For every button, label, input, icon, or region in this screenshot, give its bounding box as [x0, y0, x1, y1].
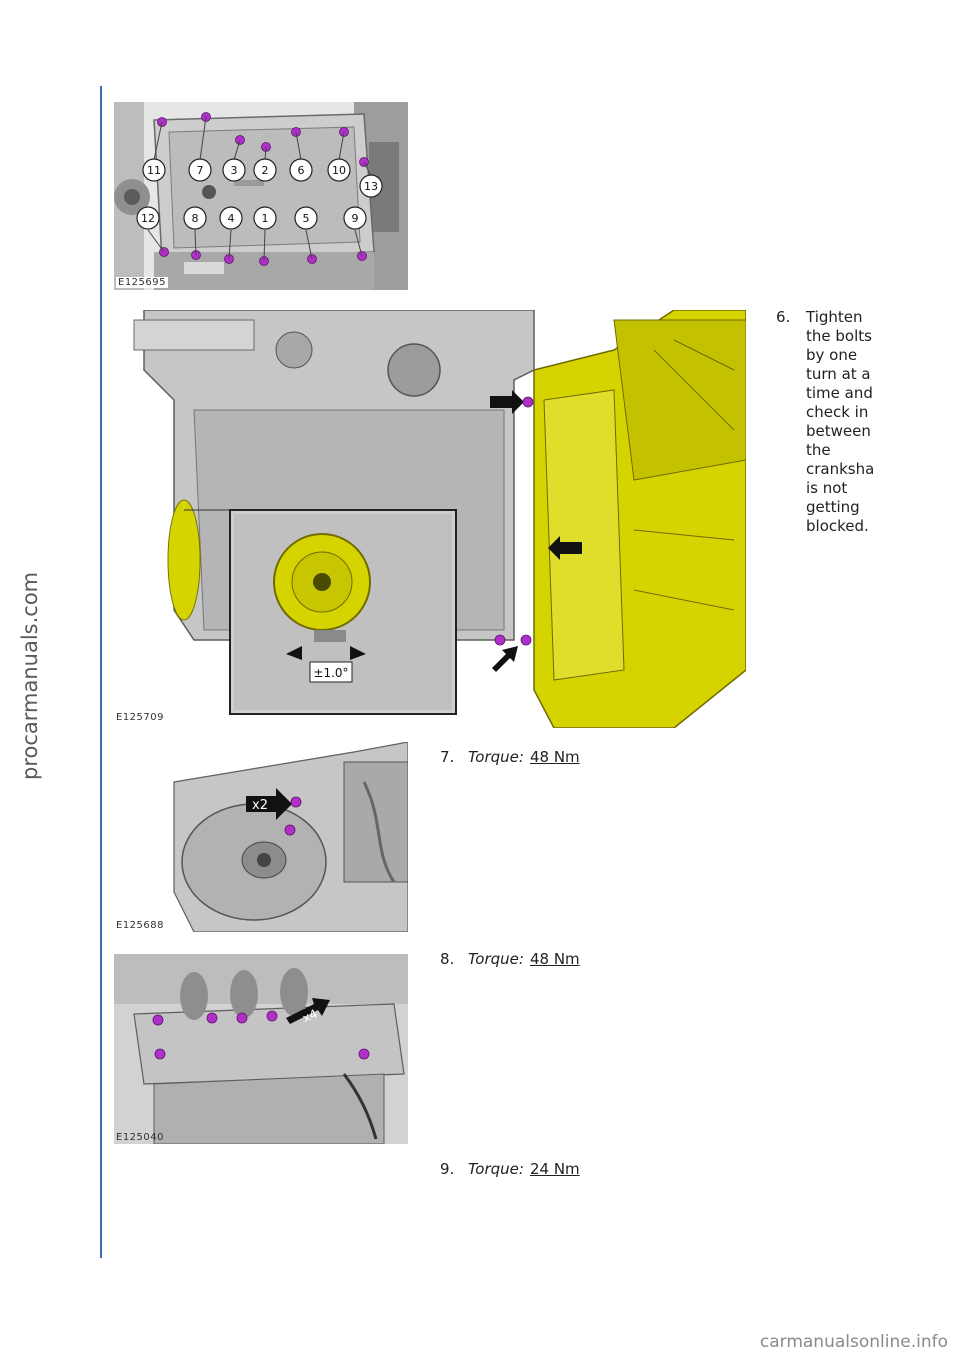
sequence-label: 13	[364, 180, 378, 193]
left-margin-rule	[100, 86, 102, 1258]
step-text-line: getting	[806, 498, 860, 516]
figure-code: E125695	[116, 277, 168, 288]
step-text-line: is not	[806, 479, 848, 497]
torque-label: Torque:	[468, 1160, 524, 1178]
figure-code: E125709	[116, 712, 164, 723]
step-text-line: cranksha	[806, 460, 875, 478]
count-label: x4	[300, 1007, 319, 1026]
sequence-label: 11	[147, 164, 161, 177]
torque-label: Torque:	[468, 950, 524, 968]
figure-bolt-sequence: 11 7 3 2 6 10 13 12 8 4 1 5 9 E125695	[114, 102, 408, 290]
figure-code: E125688	[116, 920, 164, 931]
step-number: 7.	[440, 748, 455, 766]
torque-value-link[interactable]: 24 Nm	[529, 1160, 580, 1178]
sequence-label: 6	[298, 164, 305, 177]
engine-cover-illustration: 11 7 3 2 6 10 13 12 8 4 1 5 9	[114, 102, 408, 290]
step-9: 9. Torque: 24 Nm	[440, 1160, 580, 1178]
step-text-line: blocked.	[806, 517, 869, 535]
sequence-label: 1	[262, 212, 269, 225]
sequence-label: 8	[192, 212, 199, 225]
side-watermark-link[interactable]: procarmanuals.com	[18, 571, 42, 780]
step-text-line: between	[806, 422, 871, 440]
figure-gearbox-x2: x2 E125688	[114, 742, 408, 932]
sequence-label: 2	[262, 164, 269, 177]
step-6-text: Tighten the bolts by one turn at a time …	[806, 308, 886, 536]
sequence-label: 9	[352, 212, 359, 225]
torque-label: Torque:	[468, 748, 524, 766]
figure-code: E125040	[116, 1132, 164, 1143]
step-text-line: by one	[806, 346, 858, 364]
figure-engine-transmission: ±1.0° E125709	[114, 310, 746, 728]
step-text-line: the bolts	[806, 327, 872, 345]
sequence-label: 10	[332, 164, 346, 177]
torque-value-link[interactable]: 48 Nm	[529, 748, 580, 766]
step-8: 8. Torque: 48 Nm	[440, 950, 580, 968]
sump-illustration: x4	[114, 954, 408, 1144]
step-6: 6. Tighten the bolts by one turn at a ti…	[776, 308, 886, 544]
engine-transmission-illustration: ±1.0°	[114, 310, 746, 728]
torque-value-link[interactable]: 48 Nm	[529, 950, 580, 968]
footer-watermark-link[interactable]: carmanualsonline.info	[759, 1332, 948, 1352]
sequence-label: 3	[231, 164, 238, 177]
step-text-line: Tighten	[806, 308, 863, 326]
step-text-line: time and	[806, 384, 873, 402]
step-number: 9.	[440, 1160, 455, 1178]
step-number: 8.	[440, 950, 455, 968]
step-number: 6.	[776, 308, 791, 326]
count-label: x2	[252, 798, 268, 813]
step-text-line: turn at a	[806, 365, 871, 383]
sequence-label: 5	[303, 212, 310, 225]
sequence-label: 4	[228, 212, 235, 225]
sequence-label: 12	[141, 212, 155, 225]
angle-label: ±1.0°	[313, 666, 348, 680]
step-text-line: the	[806, 441, 831, 459]
step-7: 7. Torque: 48 Nm	[440, 748, 580, 766]
figure-sump-x4: x4 E125040	[114, 954, 408, 1144]
sequence-label: 7	[197, 164, 204, 177]
gearbox-illustration: x2	[114, 742, 408, 932]
step-text-line: check in	[806, 403, 869, 421]
